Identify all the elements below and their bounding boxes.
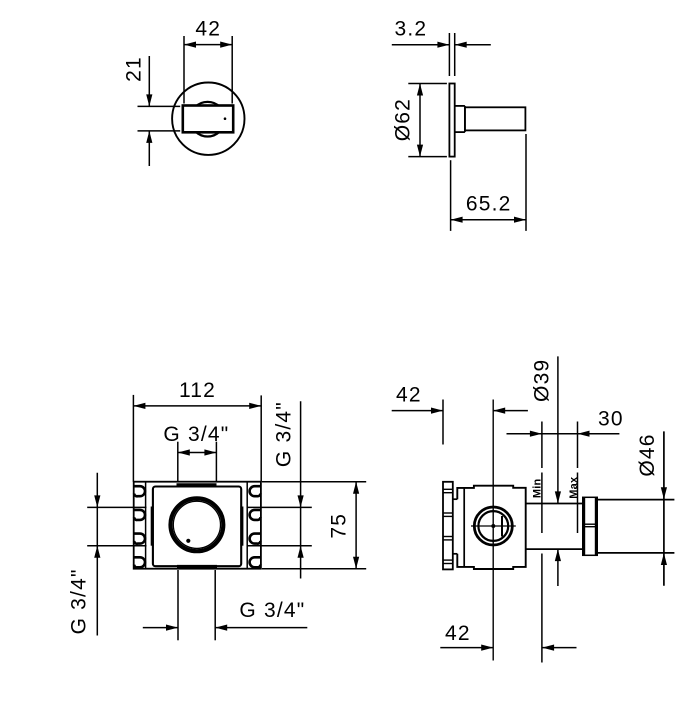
svg-text:G 3/4": G 3/4" — [239, 599, 305, 622]
svg-text:Ø39: Ø39 — [531, 359, 554, 402]
svg-text:112: 112 — [179, 379, 216, 402]
svg-text:21: 21 — [122, 56, 145, 82]
svg-text:75: 75 — [327, 513, 350, 539]
svg-text:Ø46: Ø46 — [636, 433, 659, 476]
svg-text:30: 30 — [598, 407, 624, 430]
svg-text:42: 42 — [445, 622, 471, 645]
svg-text:Min: Min — [531, 479, 543, 499]
svg-text:Ø62: Ø62 — [391, 98, 414, 141]
svg-text:65.2: 65.2 — [466, 192, 512, 215]
svg-text:Max: Max — [568, 476, 580, 499]
svg-text:G 3/4": G 3/4" — [163, 423, 229, 446]
svg-text:42: 42 — [396, 384, 422, 407]
svg-text:3.2: 3.2 — [395, 18, 428, 41]
svg-text:42: 42 — [195, 17, 221, 40]
svg-text:G 3/4": G 3/4" — [68, 568, 91, 634]
svg-text:G 3/4": G 3/4" — [272, 401, 295, 467]
